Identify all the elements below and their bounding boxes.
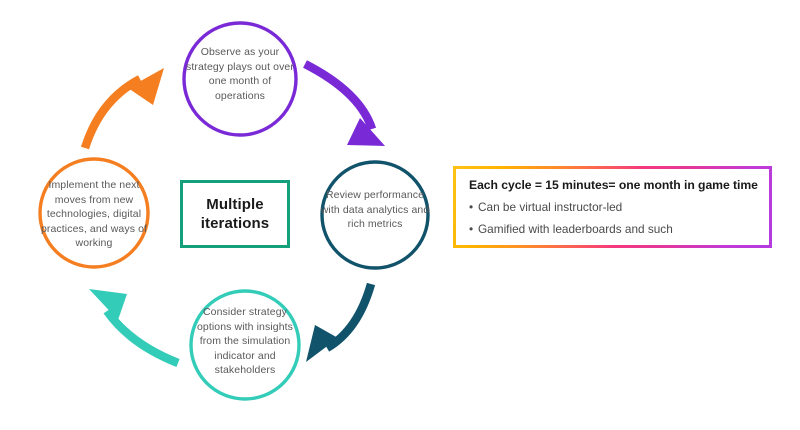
callout-list-item: • Can be virtual instructor-led [469, 200, 756, 215]
center-box-label: Multiple iterations [201, 195, 270, 233]
callout-box: Each cycle = 15 minutes= one month in ga… [453, 166, 772, 248]
arrow-implement-to-observe [80, 68, 164, 150]
callout-bullet-list: • Can be virtual instructor-led • Gamified… [469, 200, 756, 237]
callout-list-item: • Gamified with leaderboards and such [469, 222, 756, 237]
circle-review[interactable] [320, 160, 430, 270]
circle-implement[interactable] [38, 157, 150, 269]
bullet-icon: • [469, 200, 474, 214]
circle-observe[interactable] [182, 21, 298, 137]
arrow-review-to-consider [306, 282, 376, 362]
center-box-label-line1: Multiple [206, 196, 264, 213]
center-box[interactable]: Multiple iterations [180, 180, 290, 248]
callout-inner: Each cycle = 15 minutes= one month in ga… [456, 169, 769, 245]
bullet-icon: • [469, 222, 474, 236]
center-box-label-line2: iterations [200, 215, 270, 232]
arrow-observe-to-review [303, 60, 385, 146]
callout-list-item-text: Can be virtual instructor-led [478, 200, 623, 214]
circle-consider[interactable] [189, 289, 301, 401]
callout-list-item-text: Gamified with leaderboards and such [478, 222, 673, 236]
callout-title: Each cycle = 15 minutes= one month in ga… [469, 178, 758, 192]
arrow-consider-to-implement [89, 289, 180, 367]
